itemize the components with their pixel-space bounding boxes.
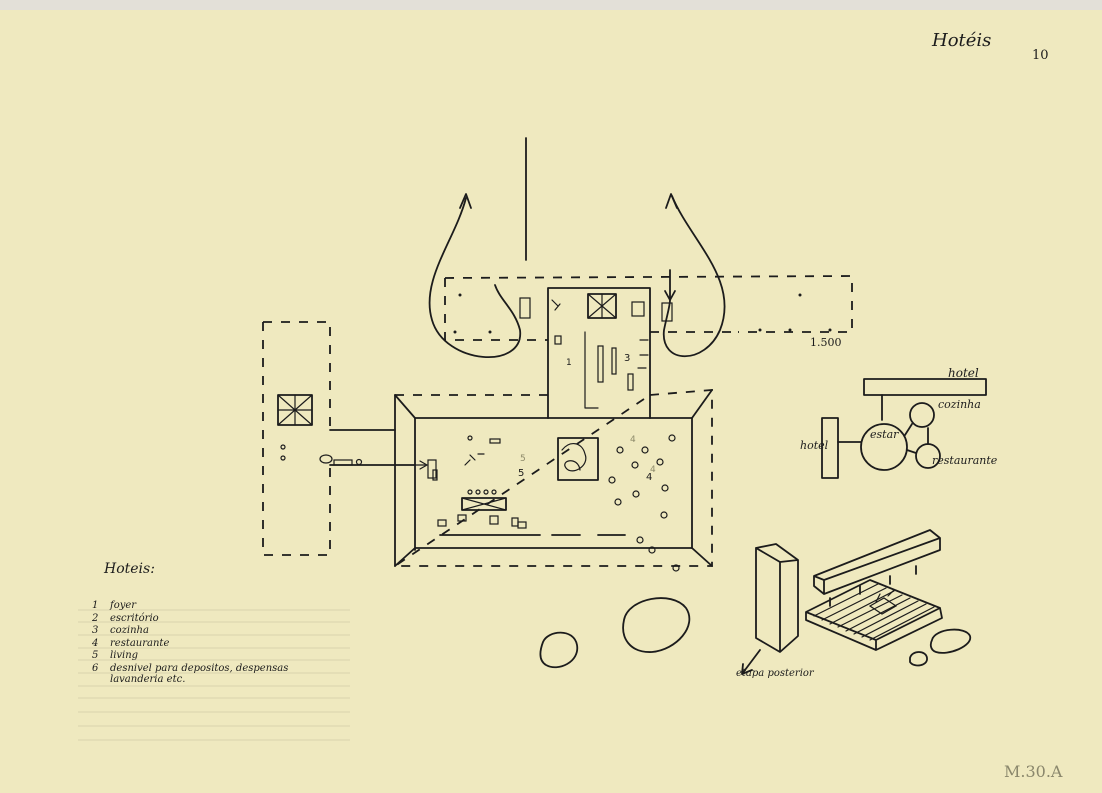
main-pavilion: [392, 389, 713, 572]
plan-number-4: 4: [646, 472, 652, 483]
drawing-sheet: 1 3 4 5 5 4 4: [0, 10, 1102, 793]
plan-number-4-faint: 4: [650, 465, 656, 475]
connector-corridor: [319, 429, 429, 470]
diagram-label-kitchen: cozinha: [938, 398, 981, 411]
sketch-note: etapa posterior: [736, 668, 814, 679]
catalog-mark: M.30.A: [1004, 762, 1063, 781]
plan-number-3: 3: [624, 353, 630, 364]
diagram-label-restaurant: restaurante: [932, 454, 998, 467]
service-block: [547, 287, 651, 419]
diagram-label-center: estar: [870, 428, 899, 441]
architectural-sketch: 1 3 4 5 5 4 4: [78, 137, 987, 741]
left-hotel-wing: [262, 321, 331, 556]
plan-number-4-top: 4: [630, 435, 636, 445]
legend-ruled-lines: [78, 609, 350, 741]
sheet-number: 10: [1032, 48, 1049, 63]
plan-number-5-faint: 5: [520, 454, 526, 464]
landscape-rocks: [539, 597, 691, 669]
scale-label: 1.500: [810, 336, 842, 349]
top-hotel-wing: [444, 275, 853, 341]
diagram-label-hotel-top: hotel: [948, 366, 979, 380]
diagram-label-hotel-left: hotel: [800, 439, 829, 452]
functional-diagram: [821, 378, 987, 479]
sheet-title: Hotéis: [932, 30, 992, 51]
legend-heading: Hoteis:: [104, 561, 155, 577]
plan-number-1: 1: [566, 358, 572, 368]
driveway-loops: [428, 137, 726, 359]
perspective-sketch: [741, 529, 971, 675]
plan-number-5: 5: [518, 468, 524, 479]
